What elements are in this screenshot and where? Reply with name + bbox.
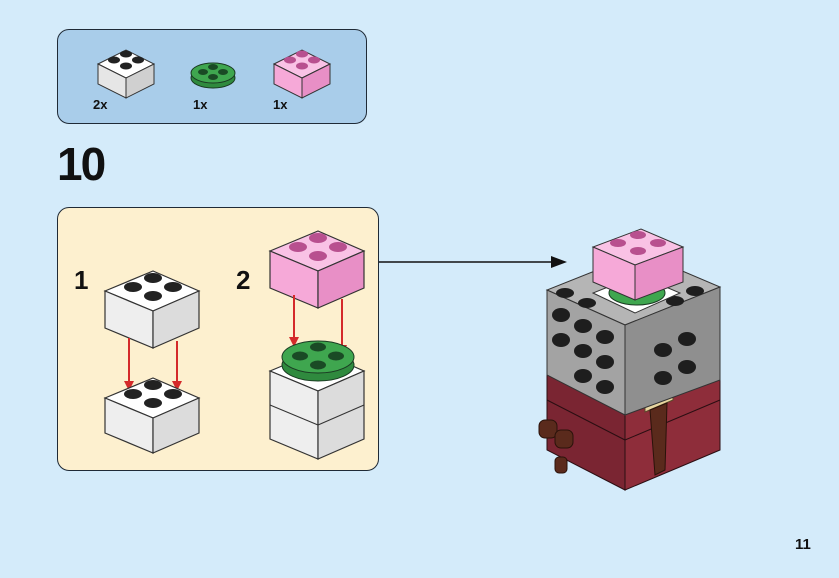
parts-list-box: 2x 1x 1x <box>57 29 367 124</box>
green-round-plate-icon <box>190 62 236 89</box>
substep-1-label: 1 <box>74 265 89 295</box>
substep-1-illustration <box>103 270 201 454</box>
step-number: 10 <box>57 138 106 190</box>
white-brick-qty: 2x <box>93 97 108 112</box>
substep-box: 1 2 <box>57 207 379 471</box>
page-number: 11 <box>795 536 811 553</box>
white-brick-icon <box>96 49 156 99</box>
substep-2-illustration <box>268 230 366 460</box>
pointer-arrow <box>379 256 567 268</box>
pink-brick-icon <box>272 49 332 99</box>
substep-2-label: 2 <box>236 265 251 295</box>
brickheadz-model <box>538 228 722 491</box>
pink-brick-qty: 1x <box>273 97 288 112</box>
green-plate-qty: 1x <box>193 97 208 112</box>
